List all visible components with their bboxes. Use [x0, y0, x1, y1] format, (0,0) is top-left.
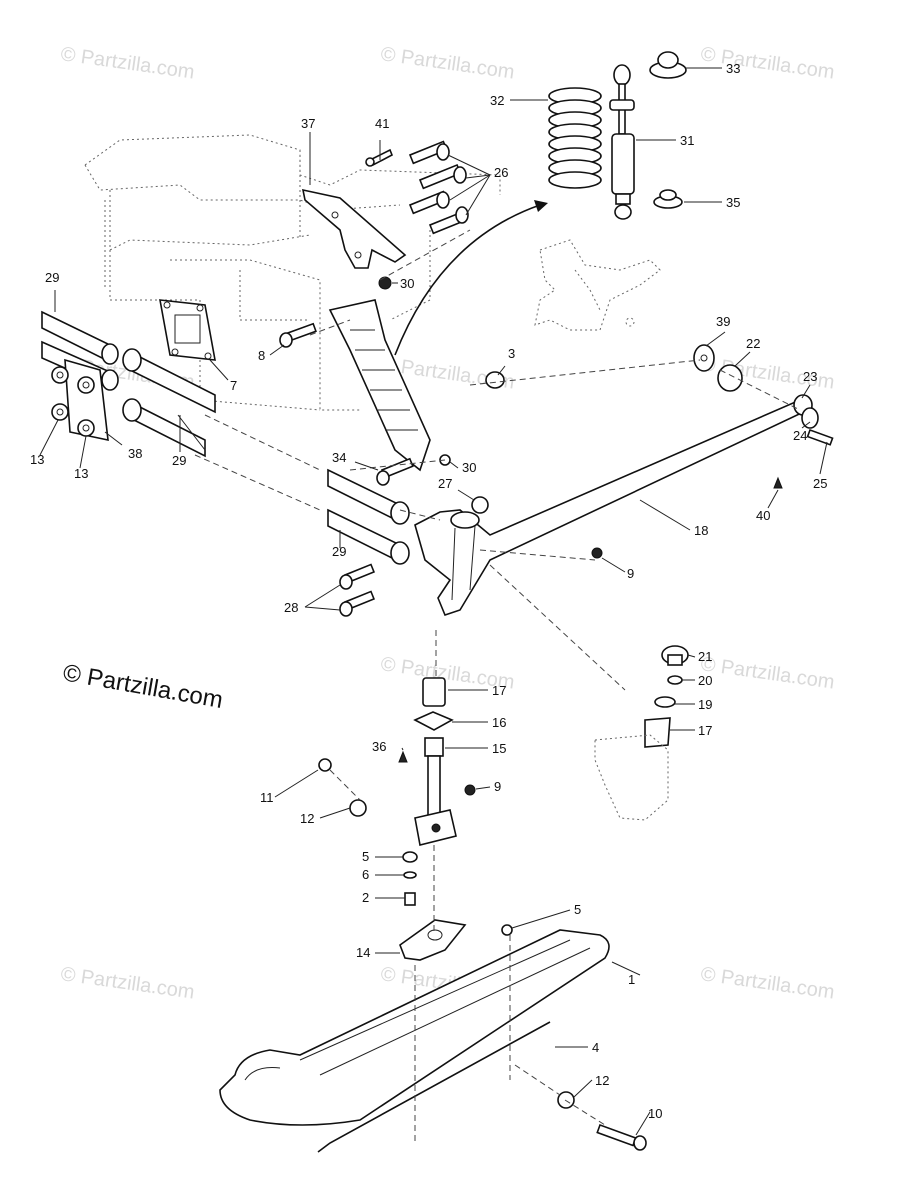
callout-17a: 17: [492, 683, 506, 698]
callout-2: 2: [362, 890, 369, 905]
nut-upper: [378, 276, 392, 290]
callout-23: 23: [803, 369, 817, 384]
leader-lines: [39, 67, 828, 1136]
nut-27: [471, 496, 489, 514]
callout-36: 36: [372, 739, 386, 754]
tubes-mid: [327, 468, 410, 565]
grease-fitting-9: [464, 784, 476, 796]
callout-32: 32: [490, 93, 504, 108]
callout-39: 39: [716, 314, 730, 329]
plate: [159, 299, 216, 361]
callout-17b: 17: [698, 723, 712, 738]
watermark-1: © Partzilla.com: [59, 43, 196, 84]
bolts-28: [339, 563, 375, 617]
callout-5b: 5: [574, 902, 581, 917]
callout-12a: 12: [300, 811, 314, 826]
callout-labels: 1 2 3 4 5 5 6 7 8 9 9 10 11 12 12 13 13 …: [30, 61, 827, 1121]
ski: [219, 924, 610, 1126]
callout-38: 38: [128, 446, 142, 461]
callout-9b: 9: [494, 779, 501, 794]
callout-31: 31: [680, 133, 694, 148]
callout-22: 22: [746, 336, 760, 351]
callout-12b: 12: [595, 1073, 609, 1088]
arrow-head: [534, 200, 548, 212]
watermark-8: © Partzilla.com: [699, 653, 836, 694]
callout-19: 19: [698, 697, 712, 712]
spring-cup-upper: [649, 51, 687, 79]
callout-37: 37: [301, 116, 315, 131]
callout-30a: 30: [400, 276, 414, 291]
callout-20: 20: [698, 673, 712, 688]
callout-14: 14: [356, 945, 370, 960]
watermark-2: © Partzilla.com: [379, 43, 516, 84]
callout-21: 21: [698, 649, 712, 664]
callout-16: 16: [492, 715, 506, 730]
callout-34: 34: [332, 450, 346, 465]
spindle: [413, 677, 457, 846]
cap: [485, 371, 505, 389]
callout-30b: 30: [462, 460, 476, 475]
callout-29c: 29: [332, 544, 346, 559]
watermark-3: © Partzilla.com: [699, 43, 836, 84]
grease-drop-36: [398, 750, 408, 763]
nut-11: [318, 758, 332, 772]
nuts-13: [51, 366, 95, 437]
watermark-9: © Partzilla.com: [59, 963, 196, 1004]
callout-25: 25: [813, 476, 827, 491]
callout-3: 3: [508, 346, 515, 361]
small-hardware: [402, 851, 418, 906]
bolt-34: [376, 457, 414, 486]
callout-29a: 29: [45, 270, 59, 285]
callout-13a: 13: [30, 452, 44, 467]
bolts-group: [408, 140, 469, 235]
callout-41: 41: [375, 116, 389, 131]
bolt-8: [279, 322, 317, 348]
callout-26: 26: [494, 165, 508, 180]
callout-35: 35: [726, 195, 740, 210]
assembly-lines: [194, 229, 801, 1145]
bushing-12-upper: [349, 799, 367, 817]
callout-18: 18: [694, 523, 708, 538]
grease-drop-40: [773, 476, 783, 489]
shock-absorber: [609, 64, 635, 220]
bracket: [301, 188, 407, 269]
callout-15: 15: [492, 741, 506, 756]
shock-mount-view: [534, 239, 661, 331]
copyright-text: © Partzilla.com: [61, 659, 225, 714]
rivet: [365, 148, 394, 167]
spring-cup-lower: [653, 189, 683, 209]
shock-housing: [328, 299, 431, 472]
callout-24: 24: [793, 428, 807, 443]
ski-leg: [399, 919, 467, 961]
side-plate: [64, 358, 109, 442]
callout-27: 27: [438, 476, 452, 491]
watermark-11: © Partzilla.com: [699, 963, 836, 1004]
callout-5a: 5: [362, 849, 369, 864]
callout-7: 7: [230, 378, 237, 393]
wear-bar: [317, 1021, 551, 1153]
spindle-detail: [594, 645, 689, 821]
callout-1: 1: [628, 972, 635, 987]
grease-fitting: [591, 547, 603, 559]
callout-33: 33: [726, 61, 740, 76]
callout-29b: 29: [172, 453, 186, 468]
bushing-12-lower: [557, 1091, 575, 1109]
spring: [548, 87, 602, 189]
callout-13b: 13: [74, 466, 88, 481]
assembly-arrow: [394, 204, 541, 356]
callout-28: 28: [284, 600, 298, 615]
callout-11: 11: [260, 790, 274, 805]
callout-8: 8: [258, 348, 265, 363]
callout-10: 10: [648, 1106, 662, 1121]
arm-hardware-right: [693, 344, 834, 489]
callout-9a: 9: [627, 566, 634, 581]
bolt-10: [596, 1123, 647, 1151]
callout-40: 40: [756, 508, 770, 523]
callout-4: 4: [592, 1040, 599, 1055]
callout-6: 6: [362, 867, 369, 882]
